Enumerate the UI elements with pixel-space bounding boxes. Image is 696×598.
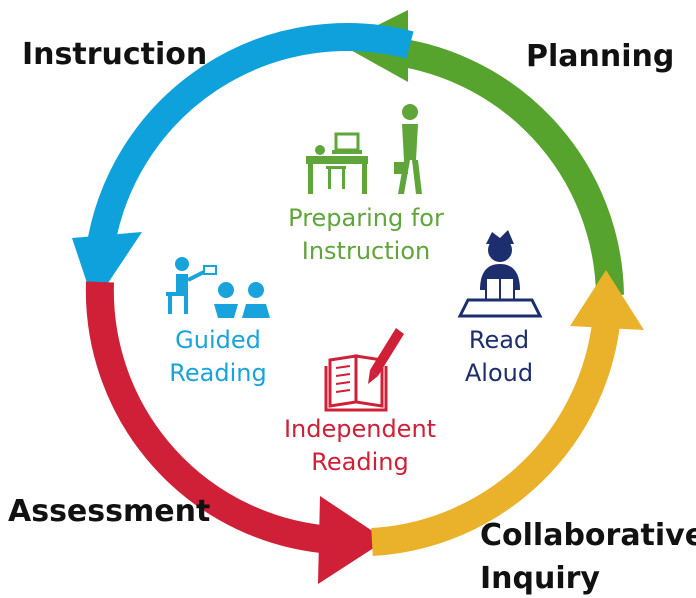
open-book-pencil-icon xyxy=(324,328,404,412)
phase-label-collaborative: Collaborative xyxy=(480,518,696,553)
instruction-arc xyxy=(86,23,414,253)
activity-preparing: Preparing for Instruction xyxy=(266,202,466,268)
phase-label-planning: Planning xyxy=(526,39,675,74)
activity-independent-line2: Reading xyxy=(311,448,409,476)
assessment-arrowhead xyxy=(318,496,386,584)
collaborative-arc xyxy=(371,313,621,556)
collaborative-arrowhead xyxy=(570,270,644,330)
phase-label-assessment: Assessment xyxy=(8,494,211,529)
teacher-with-students-icon xyxy=(166,257,270,318)
activity-guided: Guided Reading xyxy=(158,324,278,390)
planning-arc xyxy=(378,36,624,296)
activity-guided-line1: Guided xyxy=(175,326,261,354)
phase-label-inquiry: Inquiry xyxy=(480,561,600,596)
activity-guided-line2: Reading xyxy=(169,359,267,387)
activity-preparing-line1: Preparing for xyxy=(288,204,444,232)
teacher-desk-briefcase-icon xyxy=(306,104,422,194)
activity-independent-line1: Independent xyxy=(283,415,437,443)
activity-preparing-line2: Instruction xyxy=(301,237,431,265)
activity-read-aloud: Read Aloud xyxy=(444,324,554,390)
activity-independent: Independent Reading xyxy=(270,413,450,479)
assessment-arc xyxy=(85,281,334,554)
activity-read-aloud-line1: Read xyxy=(468,326,530,354)
student-reading-book-icon xyxy=(457,230,543,318)
activity-read-aloud-line2: Aloud xyxy=(464,359,534,387)
phase-label-instruction: Instruction xyxy=(22,37,208,72)
